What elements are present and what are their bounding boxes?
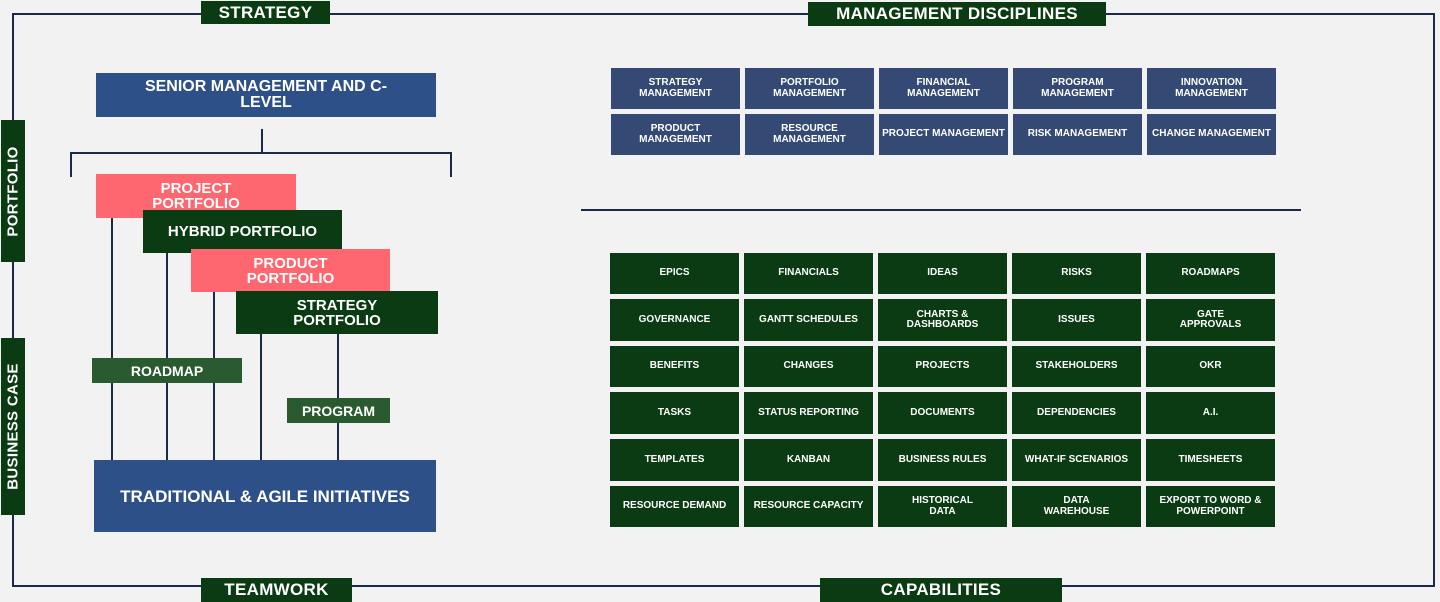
capability-epics: EPICS	[610, 253, 739, 294]
capability-tasks: TASKS	[610, 392, 739, 434]
management-disciplines-tag: MANAGEMENT DISCIPLINES	[808, 2, 1106, 26]
product-portfolio-box: PRODUCT PORTFOLIO	[191, 249, 390, 292]
capability-data-warehouse: DATA WAREHOUSE	[1012, 486, 1141, 527]
bracket-line	[70, 152, 452, 154]
capability-roadmaps: ROADMAPS	[1146, 253, 1275, 294]
teamwork-tag: TEAMWORK	[201, 578, 352, 602]
capability-gantt-schedules: GANTT SCHEDULES	[744, 299, 873, 341]
section-divider	[581, 209, 1301, 211]
capability-resource-capacity: RESOURCE CAPACITY	[744, 486, 873, 527]
capability-resource-demand: RESOURCE DEMAND	[610, 486, 739, 527]
discipline-innovation-management: INNOVATION MANAGEMENT	[1147, 68, 1276, 109]
connector-line	[111, 218, 113, 462]
roadmap-box: ROADMAP	[92, 358, 242, 383]
capabilities-grid: EPICS FINANCIALS IDEAS RISKS ROADMAPS GO…	[610, 253, 1275, 527]
capability-governance: GOVERNANCE	[610, 299, 739, 341]
capability-historical-data: HISTORICAL DATA	[878, 486, 1007, 527]
capability-documents: DOCUMENTS	[878, 392, 1007, 434]
strategy-tag: STRATEGY	[201, 1, 330, 24]
capability-projects: PROJECTS	[878, 346, 1007, 387]
discipline-risk-management: RISK MANAGEMENT	[1013, 114, 1142, 155]
capability-financials: FINANCIALS	[744, 253, 873, 294]
program-box: PROGRAM	[287, 398, 390, 423]
discipline-financial-management: FINANCIAL MANAGEMENT	[879, 68, 1008, 109]
discipline-change-management: CHANGE MANAGEMENT	[1147, 114, 1276, 155]
bracket-left-leg	[70, 152, 72, 177]
portfolio-tag: PORTFOLIO	[1, 120, 25, 262]
initiatives-box: TRADITIONAL & AGILE INITIATIVES	[94, 460, 436, 532]
connector-line	[261, 129, 263, 153]
strategy-portfolio-box: STRATEGY PORTFOLIO	[236, 291, 438, 334]
discipline-strategy-management: STRATEGY MANAGEMENT	[611, 68, 740, 109]
discipline-resource-management: RESOURCE MANAGEMENT	[745, 114, 874, 155]
capability-export-word-powerpoint: EXPORT TO WORD & POWERPOINT	[1146, 486, 1275, 527]
business-case-tag: BUSINESS CASE	[1, 338, 25, 515]
capability-kanban: KANBAN	[744, 439, 873, 481]
connector-line	[260, 334, 262, 462]
capability-timesheets: TIMESHEETS	[1146, 439, 1275, 481]
discipline-portfolio-management: PORTFOLIO MANAGEMENT	[745, 68, 874, 109]
capability-dependencies: DEPENDENCIES	[1012, 392, 1141, 434]
capability-risks: RISKS	[1012, 253, 1141, 294]
capability-business-rules: BUSINESS RULES	[878, 439, 1007, 481]
capability-okr: OKR	[1146, 346, 1275, 387]
discipline-product-management: PRODUCT MANAGEMENT	[611, 114, 740, 155]
capability-changes: CHANGES	[744, 346, 873, 387]
capability-benefits: BENEFITS	[610, 346, 739, 387]
discipline-project-management: PROJECT MANAGEMENT	[879, 114, 1008, 155]
outer-frame	[12, 13, 1435, 587]
capability-what-if-scenarios: WHAT-IF SCENARIOS	[1012, 439, 1141, 481]
senior-management-box: SENIOR MANAGEMENT AND C-LEVEL	[96, 73, 436, 117]
capability-ai: A.I.	[1146, 392, 1275, 434]
bracket-right-leg	[450, 152, 452, 177]
capability-templates: TEMPLATES	[610, 439, 739, 481]
capabilities-tag: CAPABILITIES	[820, 578, 1062, 602]
capability-gate-approvals: GATE APPROVALS	[1146, 299, 1275, 341]
capability-charts-dashboards: CHARTS & DASHBOARDS	[878, 299, 1007, 341]
capability-ideas: IDEAS	[878, 253, 1007, 294]
connector-line	[166, 253, 168, 462]
capability-status-reporting: STATUS REPORTING	[744, 392, 873, 434]
discipline-program-management: PROGRAM MANAGEMENT	[1013, 68, 1142, 109]
capability-issues: ISSUES	[1012, 299, 1141, 341]
hybrid-portfolio-box: HYBRID PORTFOLIO	[143, 210, 342, 253]
management-disciplines-grid: STRATEGY MANAGEMENT PORTFOLIO MANAGEMENT…	[611, 68, 1276, 155]
capability-stakeholders: STAKEHOLDERS	[1012, 346, 1141, 387]
